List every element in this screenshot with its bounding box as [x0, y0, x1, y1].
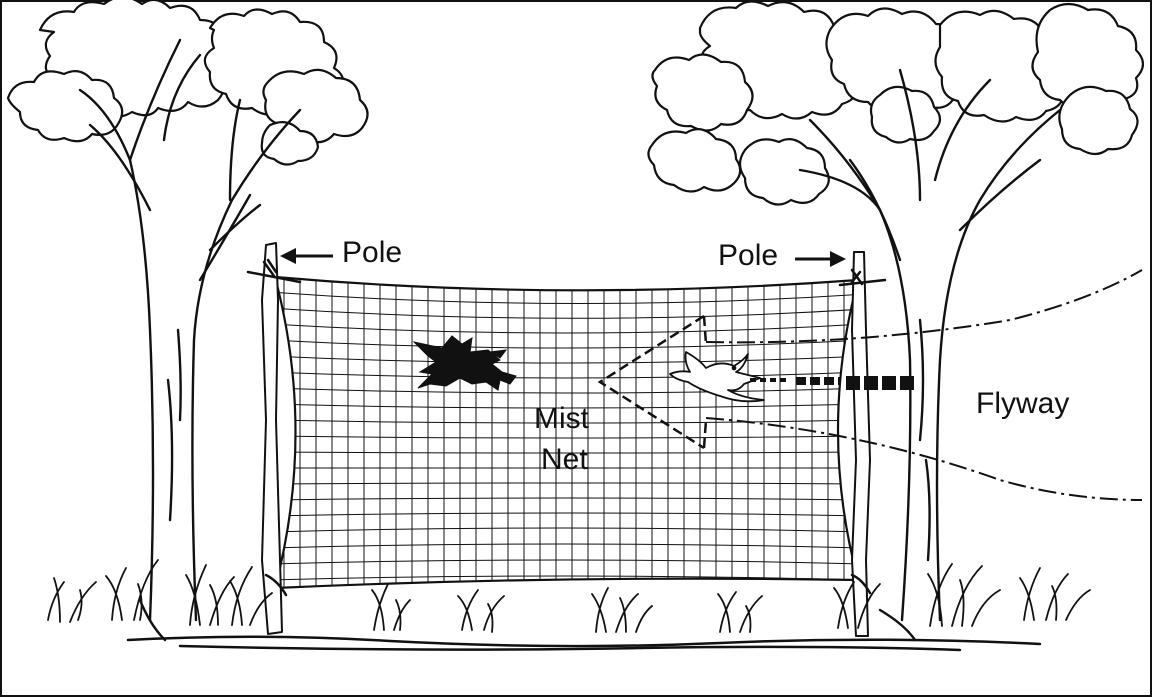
right-tree	[647, 0, 1145, 642]
left-tree-canopy	[6, 0, 369, 166]
flyway-label: Flyway	[976, 387, 1070, 420]
right-tree-canopy	[647, 0, 1145, 206]
right-tree-trunk	[798, 68, 1062, 642]
bird-motion-trail	[750, 376, 918, 390]
left-pole	[261, 242, 283, 635]
left-pole-bottom-knot	[264, 573, 288, 597]
ground-line	[126, 635, 1042, 652]
right-pole-knot	[850, 268, 864, 286]
right-pole	[851, 251, 871, 637]
mist-net-label-line2: Net	[541, 443, 588, 476]
right-pole-crossbar	[838, 278, 887, 287]
mist-net-label-line1: Mist	[534, 402, 589, 435]
grass	[47, 559, 1091, 633]
flyway-cone-icon	[597, 314, 708, 450]
left-pole-label: Pole	[342, 236, 403, 269]
right-arrow-icon	[795, 251, 846, 267]
left-tree-trunk	[78, 38, 302, 642]
left-tree	[6, 0, 369, 642]
flying-bird-icon	[669, 351, 765, 403]
left-arrow-icon	[280, 248, 333, 264]
flyway-lines	[705, 269, 1143, 501]
right-pole-label: Pole	[718, 239, 779, 272]
right-pole-bottom-knot	[850, 573, 872, 595]
left-pole-knot	[262, 258, 278, 278]
caught-bird-icon	[412, 335, 517, 391]
